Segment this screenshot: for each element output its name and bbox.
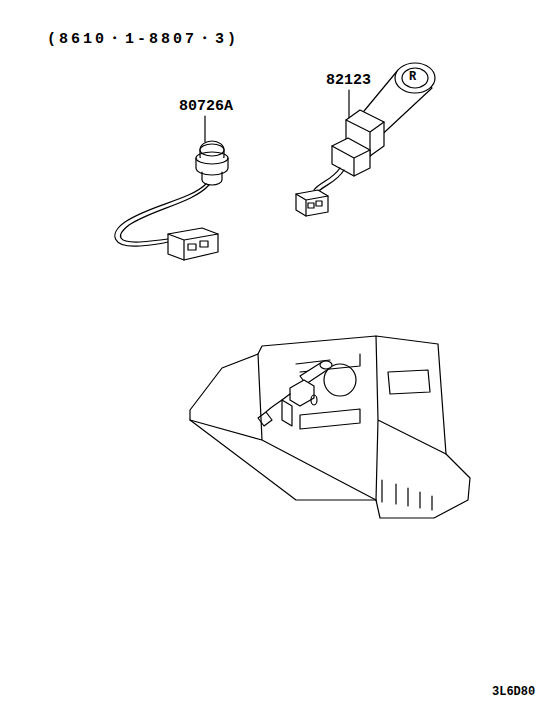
leader-line	[204, 116, 205, 142]
door-switch	[115, 141, 228, 260]
drawing-code: 3L6D80	[492, 686, 535, 698]
part-number: 80726A	[179, 99, 233, 114]
reverse-switch	[296, 63, 435, 216]
console	[190, 336, 470, 518]
knob-letter: R	[409, 71, 416, 83]
part-number: 82123	[326, 73, 371, 88]
reference-code: (8610・1-8807・3)	[47, 32, 239, 47]
leader-line	[348, 90, 349, 120]
